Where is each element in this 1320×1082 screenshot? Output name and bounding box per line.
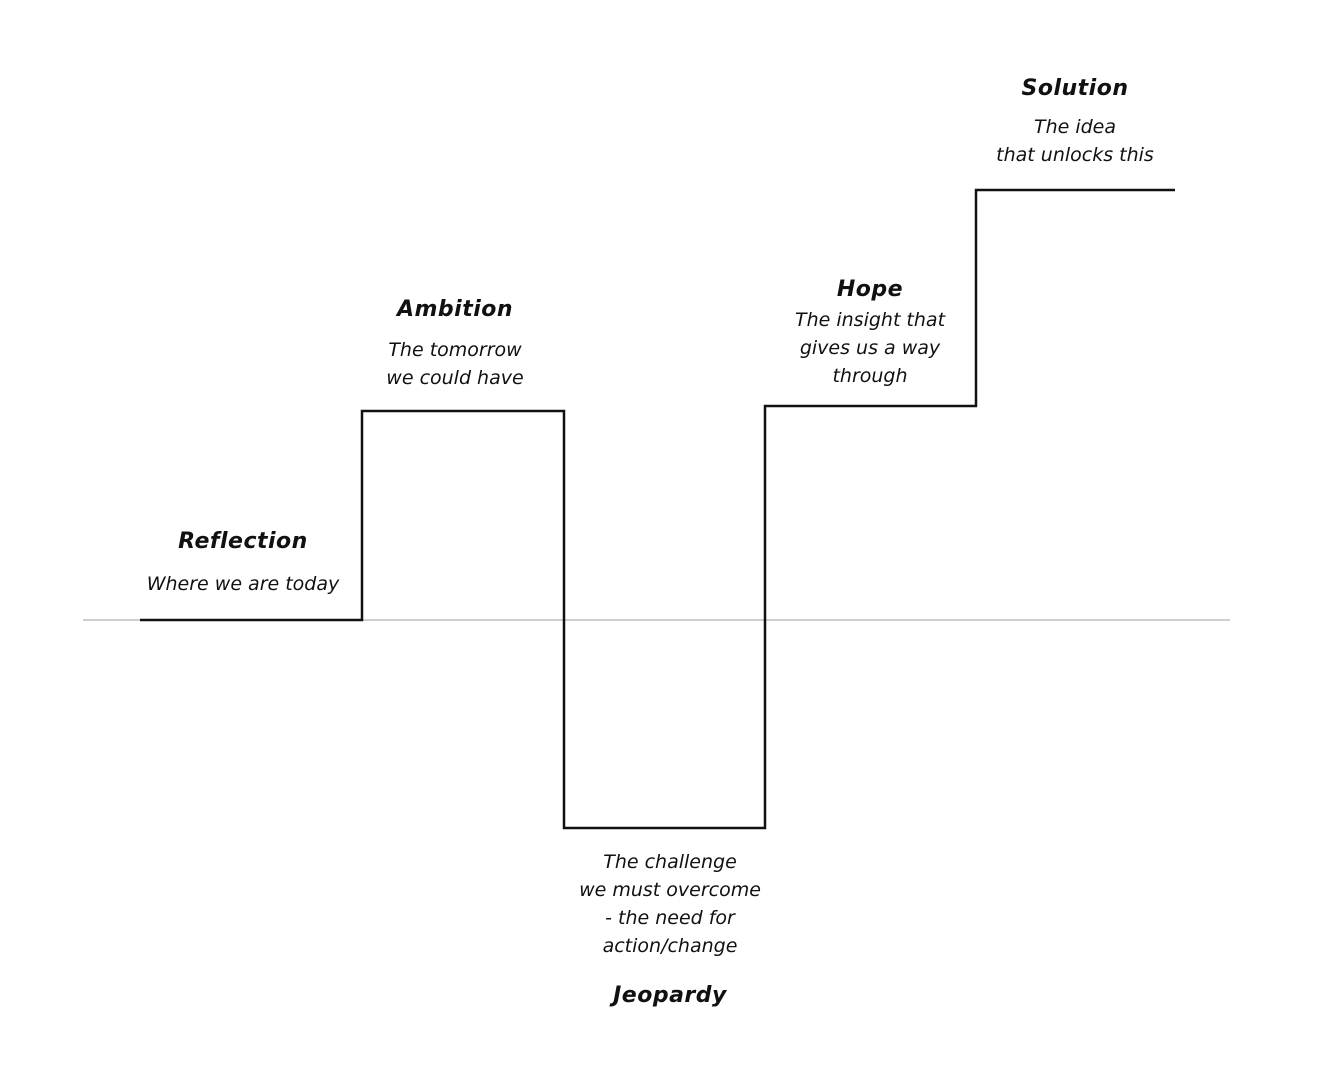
stage-reflection: Reflection Where we are today <box>133 528 353 598</box>
stage-ambition: Ambition The tomorrow we could have <box>345 296 565 392</box>
stage-title: Reflection <box>178 529 308 554</box>
stage-title: Jeopardy <box>613 983 727 1008</box>
stage-solution: Solution The idea that unlocks this <box>965 75 1185 169</box>
stage-title: Ambition <box>396 297 514 322</box>
stage-title: Solution <box>1021 76 1129 101</box>
stage-description: Where we are today <box>146 573 340 595</box>
stage-description: The insight that gives us a way through <box>794 309 946 387</box>
stage-description: The tomorrow we could have <box>386 339 524 389</box>
stage-hope: Hope The insight that gives us a way thr… <box>760 276 980 390</box>
stage-description: The idea that unlocks this <box>996 116 1154 166</box>
stage-jeopardy: The challenge we must overcome - the nee… <box>555 848 785 1010</box>
stage-description: The challenge we must overcome - the nee… <box>579 851 761 957</box>
stage-title: Hope <box>836 277 904 302</box>
story-step-line <box>140 188 1175 830</box>
